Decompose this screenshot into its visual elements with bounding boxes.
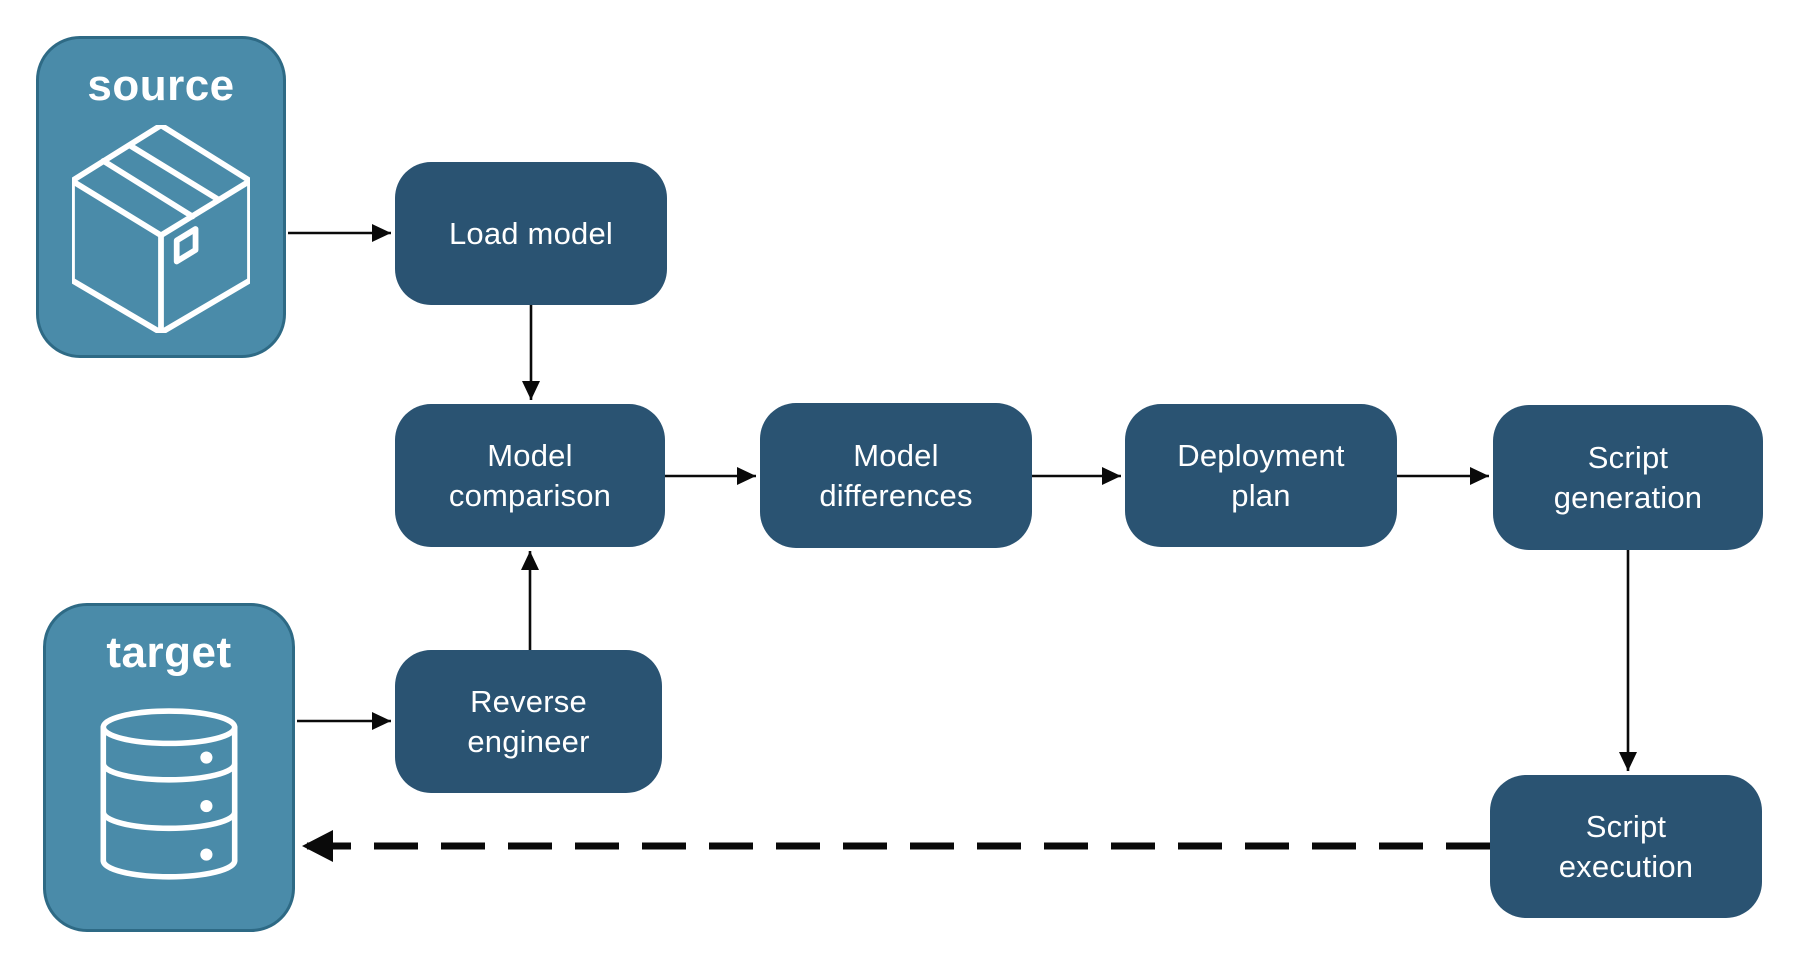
database-icon-wrap <box>46 678 292 929</box>
package-icon <box>72 125 250 333</box>
node-deployment-plan-label: Deployment plan <box>1177 438 1345 513</box>
node-reverse-engineer-label: Reverse engineer <box>467 684 590 759</box>
node-deployment-plan: Deployment plan <box>1125 404 1397 547</box>
endpoint-target: target <box>43 603 295 932</box>
node-model-comparison-label: Model comparison <box>448 438 612 513</box>
endpoint-target-label: target <box>106 628 232 677</box>
package-icon-wrap <box>39 111 283 355</box>
endpoint-source: source <box>36 36 286 358</box>
node-model-differences: Model differences <box>760 403 1032 548</box>
node-script-execution: Script execution <box>1490 775 1762 918</box>
node-script-generation: Script generation <box>1493 405 1763 550</box>
node-script-execution-label: Script execution <box>1558 809 1694 884</box>
node-model-comparison: Model comparison <box>395 404 665 547</box>
endpoint-source-label: source <box>87 61 235 110</box>
node-reverse-engineer: Reverse engineer <box>395 650 662 793</box>
database-icon <box>100 707 238 880</box>
node-load-model-label: Load model <box>448 215 613 251</box>
node-model-differences-label: Model differences <box>819 438 973 513</box>
node-script-generation-label: Script generation <box>1553 440 1703 515</box>
node-load-model: Load model <box>395 162 667 305</box>
